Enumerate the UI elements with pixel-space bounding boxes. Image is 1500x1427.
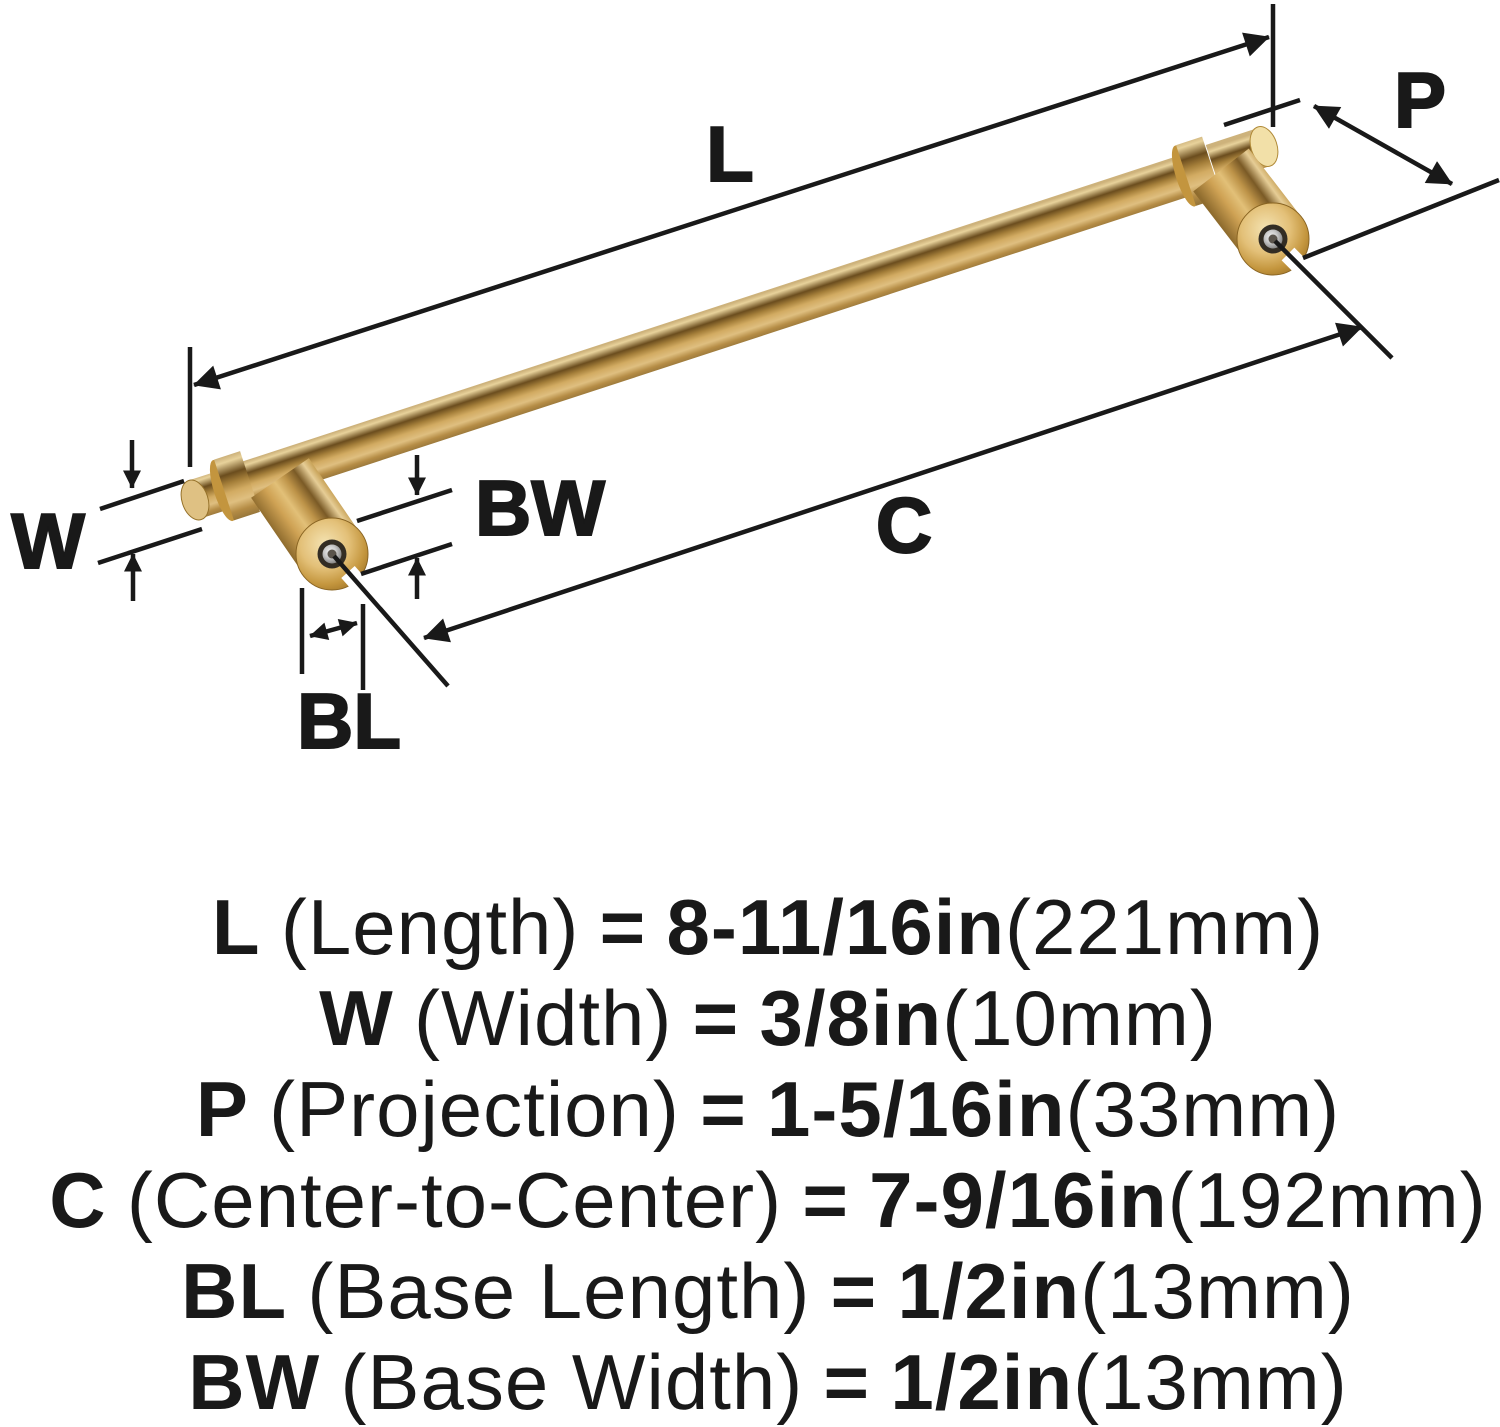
handle-diagram-svg: L P W BW C BL: [10, 4, 1500, 766]
spec-symbol: W: [319, 974, 394, 1062]
spec-symbol: BL: [181, 1247, 288, 1335]
label-projection: P: [1394, 56, 1446, 144]
dimension-diagram: L P W BW C BL: [10, 4, 1500, 766]
spec-value: 3/8in: [759, 974, 943, 1062]
spec-symbol: C: [49, 1156, 107, 1244]
projection-dimension-line: [1312, 104, 1454, 186]
spec-equals: =: [700, 1065, 747, 1153]
center-leader-left: [332, 554, 450, 688]
spec-metric: (10mm): [942, 974, 1217, 1062]
label-length: L: [706, 110, 754, 198]
center-dimension-line: [423, 322, 1363, 643]
spec-name: (Length): [280, 883, 580, 971]
spec-name: (Center-to-Center): [126, 1156, 783, 1244]
spec-symbol: BW: [188, 1338, 321, 1426]
spec-equals: =: [692, 974, 740, 1062]
spec-row-length: L (Length) = 8-11/16in (221mm): [36, 882, 1500, 973]
dimension-lines: [97, 4, 1500, 690]
spec-row-projection: P (Projection) = 1-5/16in (33mm): [36, 1064, 1500, 1155]
spec-row-center-to-center: C (Center-to-Center) = 7-9/16in (192mm): [36, 1155, 1500, 1246]
spec-metric: (221mm): [1005, 883, 1325, 971]
spec-equals: =: [830, 1247, 878, 1335]
spec-name: (Width): [414, 974, 673, 1062]
projection-ext-line-far: [1302, 177, 1500, 261]
spec-symbol: P: [195, 1065, 249, 1153]
spec-name: (Base Length): [307, 1247, 811, 1335]
spec-symbol: L: [211, 883, 261, 971]
spec-name: (Projection): [269, 1065, 680, 1153]
handle-bar: [225, 154, 1197, 507]
handle-collar-left: [214, 451, 260, 521]
spec-value: 1/2in: [890, 1338, 1074, 1426]
projection-ext-line-near: [1223, 97, 1301, 128]
base-length-arrow: [309, 618, 358, 641]
spec-value: 1-5/16in: [767, 1065, 1066, 1153]
label-base-length: BL: [297, 677, 401, 765]
label-center-to-center: C: [876, 481, 932, 569]
spec-metric: (13mm): [1073, 1338, 1348, 1426]
spec-metric: (33mm): [1065, 1065, 1341, 1153]
spec-row-base-length: BL (Base Length) = 1/2in (13mm): [36, 1246, 1500, 1337]
label-base-width: BW: [475, 464, 605, 552]
width-tick-lower: [97, 526, 203, 566]
spec-list: L (Length) = 8-11/16in (221mm) W (Width)…: [0, 880, 1500, 1427]
spec-row-width: W (Width) = 3/8in (10mm): [36, 973, 1500, 1064]
spec-equals: =: [823, 1338, 871, 1426]
spec-metric: (13mm): [1080, 1247, 1355, 1335]
spec-value: 7-9/16in: [869, 1156, 1168, 1244]
spec-equals: =: [802, 1156, 849, 1244]
dimension-labels: L P W BW C BL: [10, 55, 1447, 766]
spec-row-base-width: BW (Base Width) = 1/2in (13mm): [36, 1337, 1500, 1427]
handle-end-cap-left-face: [180, 479, 210, 521]
label-width: W: [11, 497, 85, 585]
base-width-tick-lower: [360, 541, 453, 577]
center-leader-right: [1273, 239, 1394, 360]
base-width-tick-upper: [356, 487, 453, 524]
length-dimension-line: [193, 32, 1270, 390]
width-tick-upper: [99, 478, 185, 512]
spec-value: 1/2in: [897, 1247, 1081, 1335]
spec-name: (Base Width): [340, 1338, 804, 1426]
spec-value: 8-11/16in: [666, 883, 1006, 971]
spec-equals: =: [599, 883, 647, 971]
handle-collar-right: [1176, 136, 1222, 206]
spec-metric: (192mm): [1167, 1156, 1487, 1244]
